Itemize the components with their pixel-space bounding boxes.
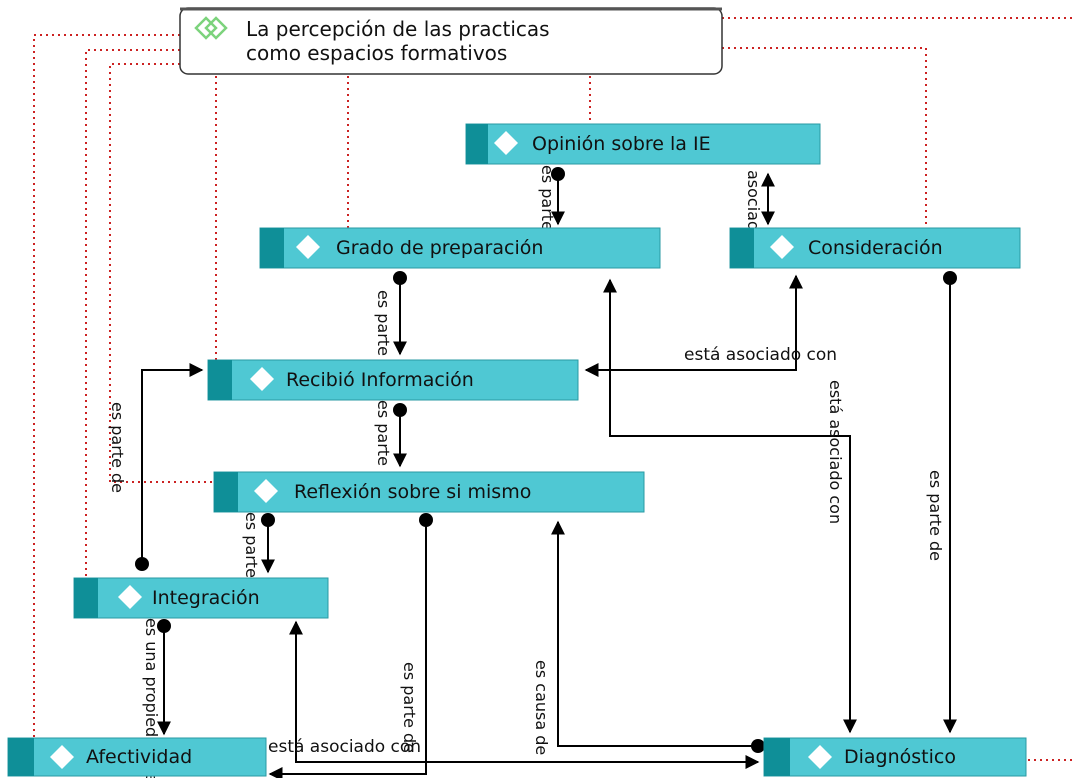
node-diagnostico[interactable]: Diagnóstico [763,737,1027,777]
family-icon [194,16,228,40]
code-icon [250,367,274,391]
code-icon [118,585,142,609]
dotted-link-integracion [85,49,180,578]
root-title-line2: como espacios formativos [246,41,507,65]
label-diagnostico-reflexion: es causa de [532,660,551,755]
node-recibio-label: Recibió Información [286,369,474,391]
node-integracion[interactable]: Integración [73,577,329,619]
code-icon [494,131,518,155]
node-consideracion-label: Consideración [808,237,943,259]
arrow-diagnostico-reflexion [551,520,765,753]
dotted-link-afectividad [33,34,180,740]
dotted-link-consideracion [722,47,927,228]
root-node[interactable]: La percepción de las practicas como espa… [179,7,723,75]
node-opinion[interactable]: Opinión sobre la IE [465,123,821,165]
node-reflexion-label: Reflexión sobre si mismo [294,481,531,503]
node-recibio[interactable]: Recibió Información [207,359,579,401]
code-icon [254,479,278,503]
label-consideracion-recibio: está asociado con [684,345,837,365]
label-consideracion-diagnostico: es parte de [926,470,945,561]
arrow-reflexion-afectividad [268,513,433,778]
label-grado-recibio: es parte de [374,290,393,381]
code-icon [808,745,832,769]
label-afectividad-diagnostico: está asociado con [268,737,421,757]
arrow-integracion-recibio [135,363,204,571]
code-icon [50,745,74,769]
label-opinion-consideracion: asociado [744,170,763,241]
code-icon [296,235,320,259]
label-recibio-reflexion: es parte de [374,400,393,491]
root-title-line1: La percepción de las practicas [246,17,550,41]
link-labels: es parte de asociado es parte de está as… [108,165,945,778]
label-grado-diagnostico: está asociado con [826,380,845,524]
node-opinion-label: Opinión sobre la IE [532,133,711,155]
node-reflexion[interactable]: Reflexión sobre si mismo [213,471,645,513]
arrow-grado-diagnostico [603,278,857,734]
arrow-links [135,167,957,778]
node-grado[interactable]: Grado de preparación [259,227,661,269]
node-afectividad[interactable]: Afectividad [7,737,267,777]
node-diagnostico-label: Diagnóstico [844,746,956,768]
label-reflexion-afectividad: es parte de [400,662,419,753]
arrow-integracion-diagnostico [289,620,760,769]
node-integracion-label: Integración [152,587,260,609]
code-icon [770,235,794,259]
node-afectividad-label: Afectividad [86,746,192,768]
node-grado-label: Grado de preparación [336,237,543,259]
node-consideracion[interactable]: Consideración [729,227,1021,269]
label-integracion-recibio: es parte de [108,402,127,493]
